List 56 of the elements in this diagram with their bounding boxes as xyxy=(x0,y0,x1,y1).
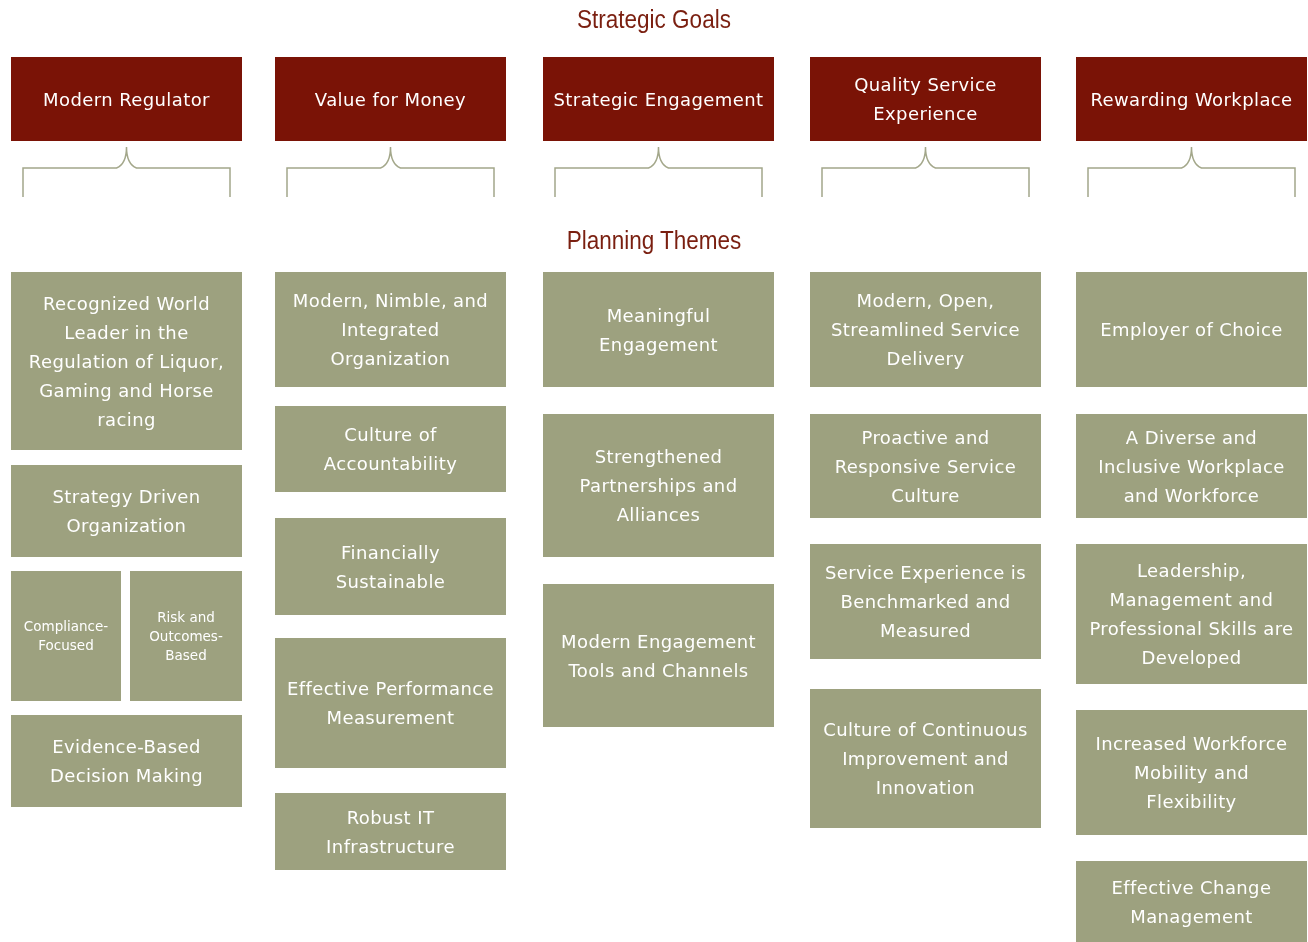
theme-label: Strategy Driven Organization xyxy=(51,485,202,538)
theme-box xyxy=(275,638,506,768)
theme-box xyxy=(1076,861,1307,942)
goal-box xyxy=(810,57,1041,141)
theme-label: Risk and Outcomes-Based xyxy=(148,607,224,665)
theme-box xyxy=(543,414,774,557)
goal-label: Modern Regulator xyxy=(43,87,210,112)
theme-box xyxy=(11,571,121,701)
section-heading: Planning Themes xyxy=(566,226,742,254)
theme-label: Compliance-Focused xyxy=(22,617,110,655)
theme-label: Increased Workforce Mobility and Flexibility xyxy=(1094,732,1289,814)
goal-box xyxy=(275,57,506,141)
theme-box xyxy=(543,584,774,727)
theme-label: Culture of Accountability xyxy=(322,423,459,476)
theme-label: Financially Sustainable xyxy=(334,540,447,594)
theme-box xyxy=(1076,544,1307,684)
theme-label: Service Experience is Benchmarked and Measured xyxy=(823,561,1028,643)
theme-label: Meaningful Engagement xyxy=(598,303,719,357)
theme-label: Culture of Continuous Improvement and Innovation xyxy=(822,718,1029,800)
theme-label: Modern Engagement Tools and Channels xyxy=(560,629,757,683)
theme-box xyxy=(810,544,1041,659)
theme-box xyxy=(11,465,242,557)
theme-box xyxy=(11,715,242,807)
theme-box xyxy=(810,414,1041,518)
theme-label: Recognized World Leader in the Regulation of Liquor, Gaming and Horse racing xyxy=(27,291,226,432)
theme-label: Evidence-Based Decision Making xyxy=(48,735,205,788)
theme-box xyxy=(810,689,1041,828)
theme-box xyxy=(275,272,506,387)
theme-label: A Diverse and Inclusive Workplace and Workforce xyxy=(1097,425,1286,508)
theme-box xyxy=(130,571,242,701)
theme-box xyxy=(1076,710,1307,835)
theme-box xyxy=(1076,272,1307,387)
theme-box xyxy=(275,793,506,870)
goal-box xyxy=(543,57,774,141)
section-heading: Strategic Goals xyxy=(577,5,731,33)
theme-label: Effective Change Management xyxy=(1110,875,1273,929)
theme-label: Modern, Nimble, and Integrated Organization xyxy=(291,289,490,371)
theme-box xyxy=(275,406,506,492)
theme-label: Effective Performance Measurement xyxy=(286,677,495,730)
theme-box xyxy=(1076,414,1307,518)
goal-label: Value for Money xyxy=(314,87,467,112)
goal-label: Rewarding Workplace xyxy=(1090,87,1293,112)
theme-label: Proactive and Responsive Service Culture xyxy=(833,425,1018,508)
theme-label: Robust IT Infrastructure xyxy=(325,805,456,859)
theme-label: Leadership, Management and Professional Skills are Developed xyxy=(1088,559,1295,670)
goal-label: Strategic Engagement xyxy=(553,87,764,112)
theme-label: Strengthened Partnerships and Alliances xyxy=(578,445,739,527)
theme-label: Modern, Open, Streamlined Service Delivery xyxy=(830,289,1021,371)
theme-box xyxy=(543,272,774,387)
theme-box xyxy=(810,272,1041,387)
goal-box xyxy=(1076,57,1307,141)
theme-box xyxy=(275,518,506,615)
theme-label: Employer of Choice xyxy=(1100,318,1283,342)
theme-box xyxy=(11,272,242,450)
goal-box xyxy=(11,57,242,141)
goal-label: Quality Service Experience xyxy=(853,73,998,126)
